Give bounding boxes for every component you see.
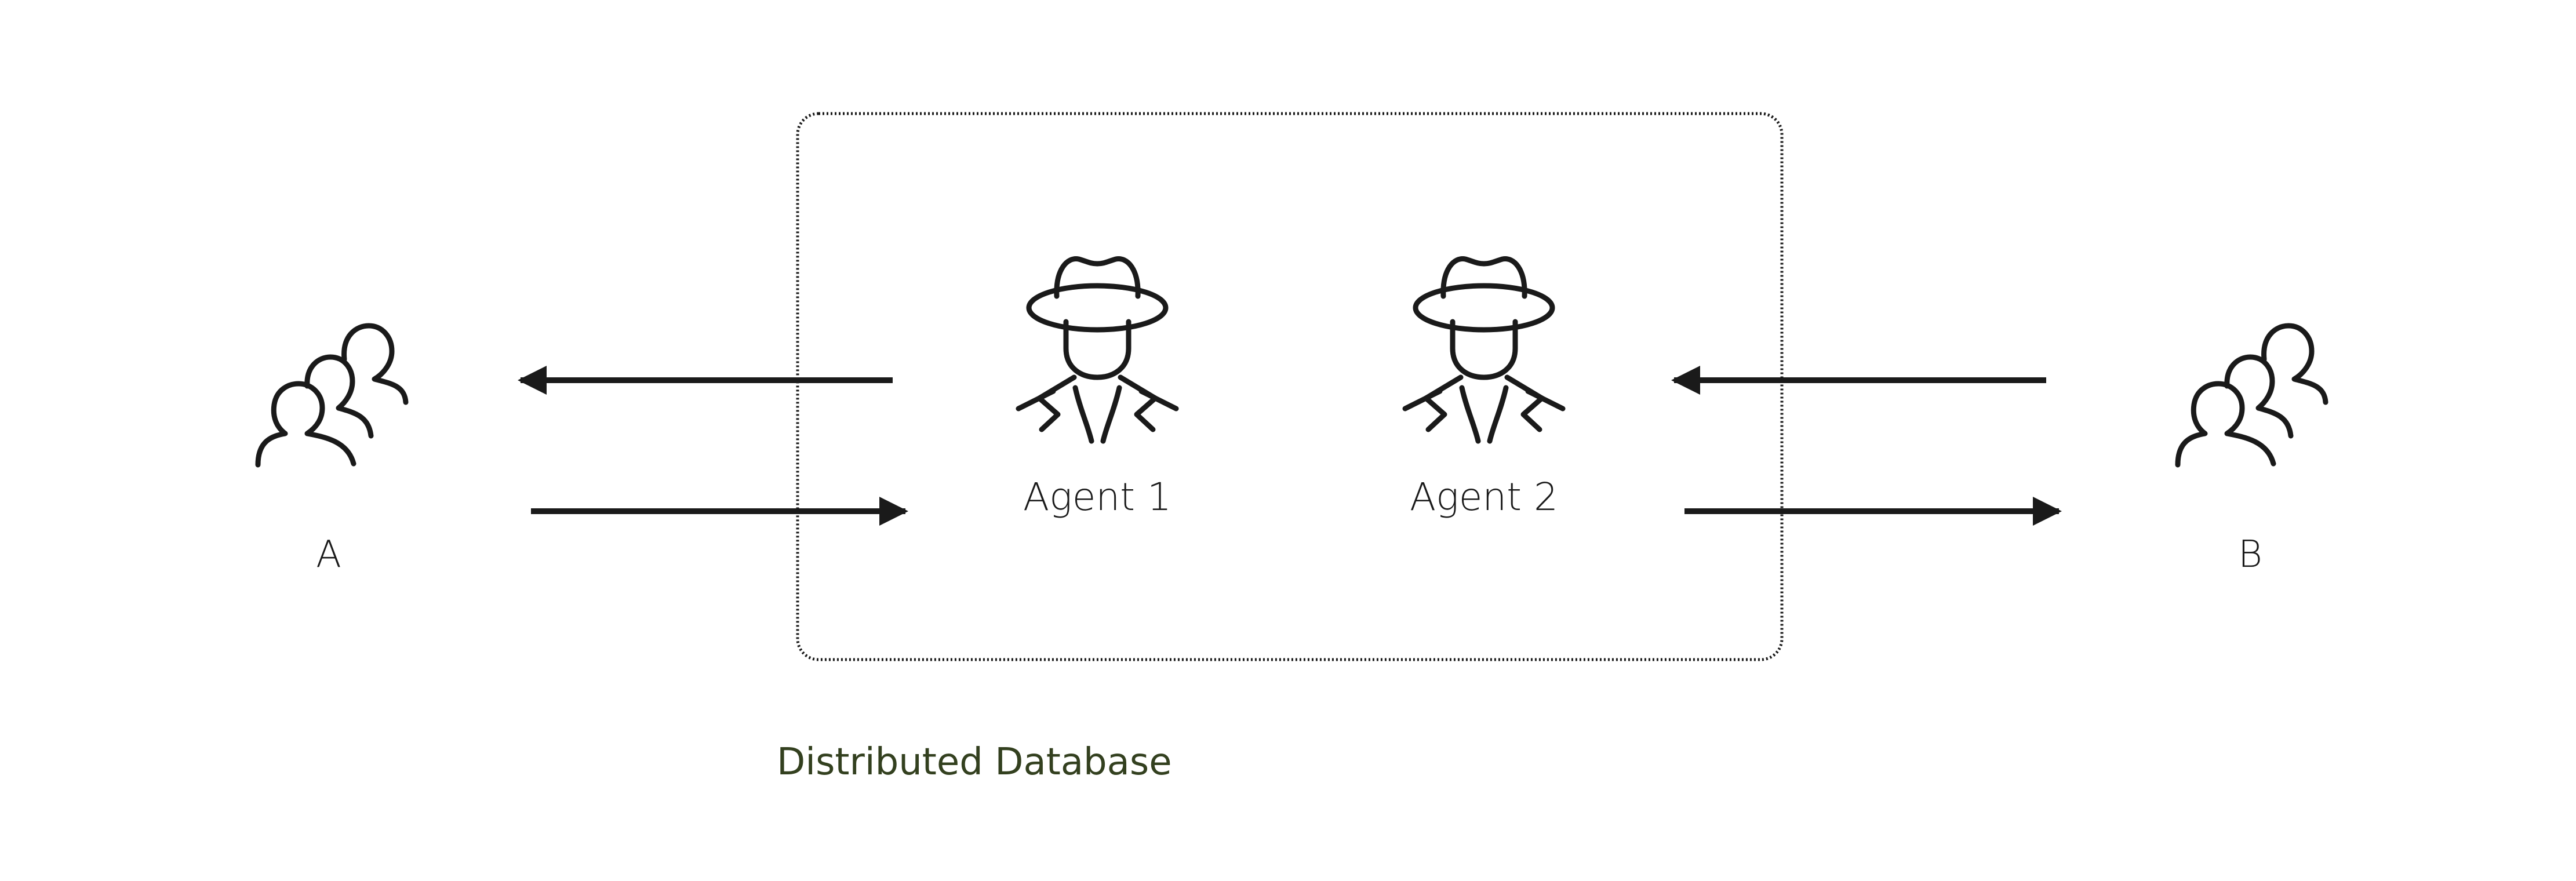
group-a-label: A xyxy=(316,533,341,576)
agent-1-label: Agent 1 xyxy=(1023,475,1171,519)
group-b-label: B xyxy=(2238,533,2262,576)
agent-2-spy-icon xyxy=(1405,259,1563,441)
agent-2-label: Agent 2 xyxy=(1410,475,1558,519)
agent-1-spy-icon xyxy=(1018,259,1176,441)
group-b-users-icon xyxy=(2178,326,2326,465)
group-a-users-icon xyxy=(258,326,406,465)
distributed-database-boundary xyxy=(796,112,1784,661)
distributed-database-label: Distributed Database xyxy=(777,741,1172,784)
